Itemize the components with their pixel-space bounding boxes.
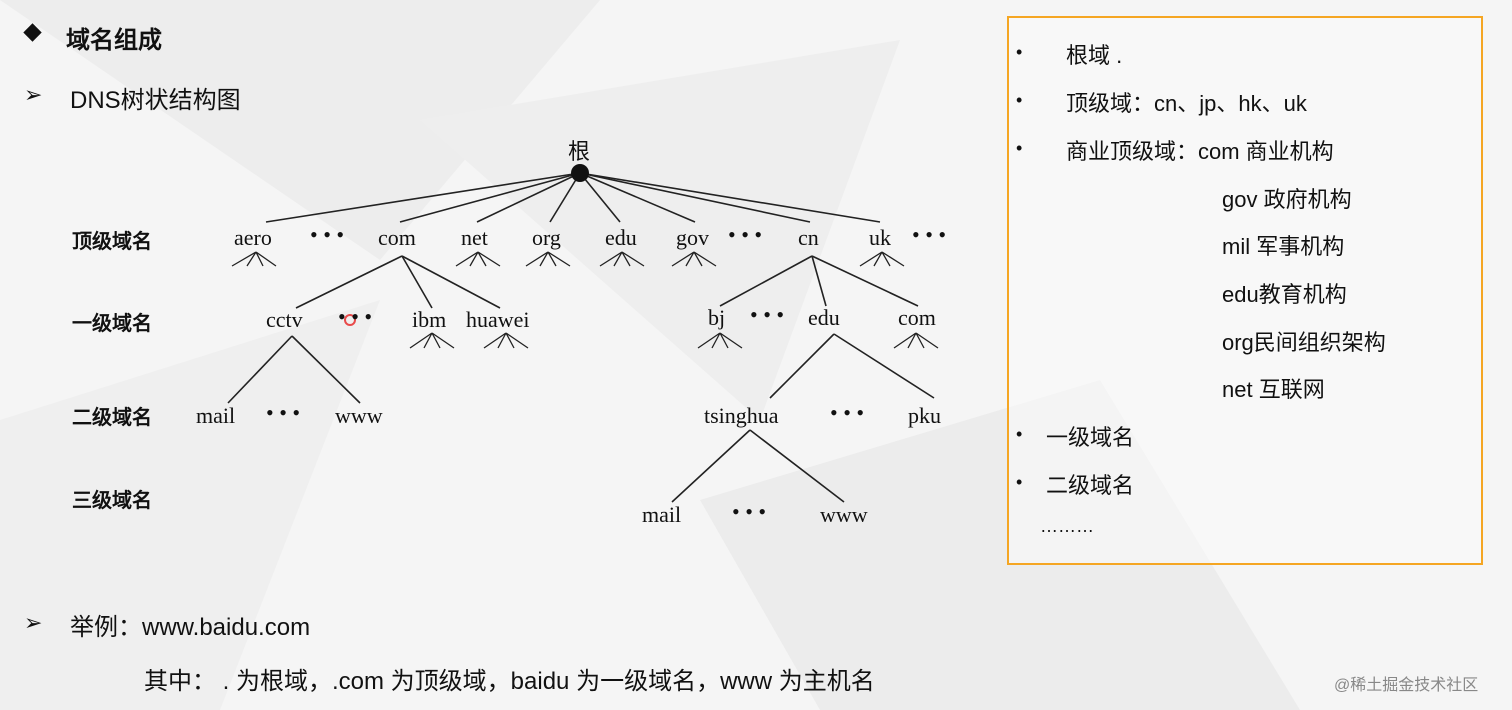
second-level-node: mail	[196, 403, 236, 428]
box-item: gov 政府机构	[1222, 187, 1352, 212]
box-item: 商业顶级域：com 商业机构	[1066, 139, 1334, 164]
tld-node: edu	[605, 225, 637, 250]
ellipsis: • • •	[310, 222, 345, 247]
tld-node: aero	[234, 225, 272, 250]
tld-node: gov	[676, 225, 709, 250]
bullet-dot: •	[1016, 138, 1023, 158]
box-item: 根域 .	[1066, 43, 1123, 68]
bullet-dot: •	[1016, 90, 1023, 110]
ellipsis: • • •	[830, 400, 865, 425]
third-level-node: www	[820, 502, 868, 527]
first-level-node: edu	[808, 305, 840, 330]
dns-tree-lines	[227, 164, 939, 503]
box-item: ………	[1040, 516, 1094, 536]
first-level-node: ibm	[412, 307, 447, 332]
level-label-first: 一级域名	[72, 311, 152, 335]
box-item: mil 军事机构	[1222, 234, 1345, 259]
diagram-subtitle: DNS树状结构图	[70, 87, 241, 114]
second-level-node: tsinghua	[704, 403, 779, 428]
first-level-node: huawei	[466, 307, 530, 332]
box-item: org民间组织架构	[1222, 330, 1386, 355]
ellipsis: • • •	[750, 302, 785, 327]
bullet-dot: •	[1016, 472, 1023, 492]
level-label-second: 二级域名	[72, 405, 152, 429]
example-explanation: 其中： . 为根域，.com 为顶级域，baidu 为一级域名，www 为主机名	[144, 668, 875, 695]
tld-node: uk	[869, 225, 891, 250]
third-level-node: mail	[642, 502, 682, 527]
page-title: 域名组成	[66, 27, 162, 54]
tld-node: com	[378, 225, 416, 250]
tld-node: org	[532, 225, 561, 250]
watermark: @稀土掘金技术社区	[1334, 677, 1479, 694]
root-node-dot	[571, 164, 589, 182]
ellipsis: • • •	[266, 400, 301, 425]
ellipsis: • • •	[732, 499, 767, 524]
bullet-dot: •	[1016, 42, 1023, 62]
second-level-node: www	[335, 403, 383, 428]
explanation-box	[1007, 16, 1483, 565]
bullet-dot: •	[1016, 424, 1023, 444]
tld-node: cn	[798, 225, 819, 250]
example-label: 举例：www.baidu.com	[70, 614, 311, 641]
ellipsis: • • •	[338, 304, 373, 329]
arrow-bullet-icon: ➢	[24, 82, 43, 107]
box-item: 顶级域：cn、jp、hk、uk	[1066, 91, 1307, 116]
arrow-bullet-icon: ➢	[24, 610, 43, 635]
first-level-node: cctv	[266, 307, 303, 332]
box-item: net 互联网	[1222, 377, 1325, 402]
tld-node: net	[461, 225, 488, 250]
cursor-highlight	[344, 314, 356, 326]
box-item: 二级域名	[1046, 473, 1135, 498]
ellipsis: • • •	[728, 222, 763, 247]
root-label: 根	[568, 140, 591, 165]
level-label-third: 三级域名	[72, 488, 152, 512]
level-label-top: 顶级域名	[72, 229, 152, 253]
ellipsis: • • •	[912, 222, 947, 247]
box-item: edu教育机构	[1222, 282, 1347, 307]
first-level-node: bj	[708, 305, 726, 330]
second-level-node: pku	[908, 403, 941, 428]
first-level-node: com	[898, 305, 936, 330]
box-item: 一级域名	[1046, 425, 1135, 450]
